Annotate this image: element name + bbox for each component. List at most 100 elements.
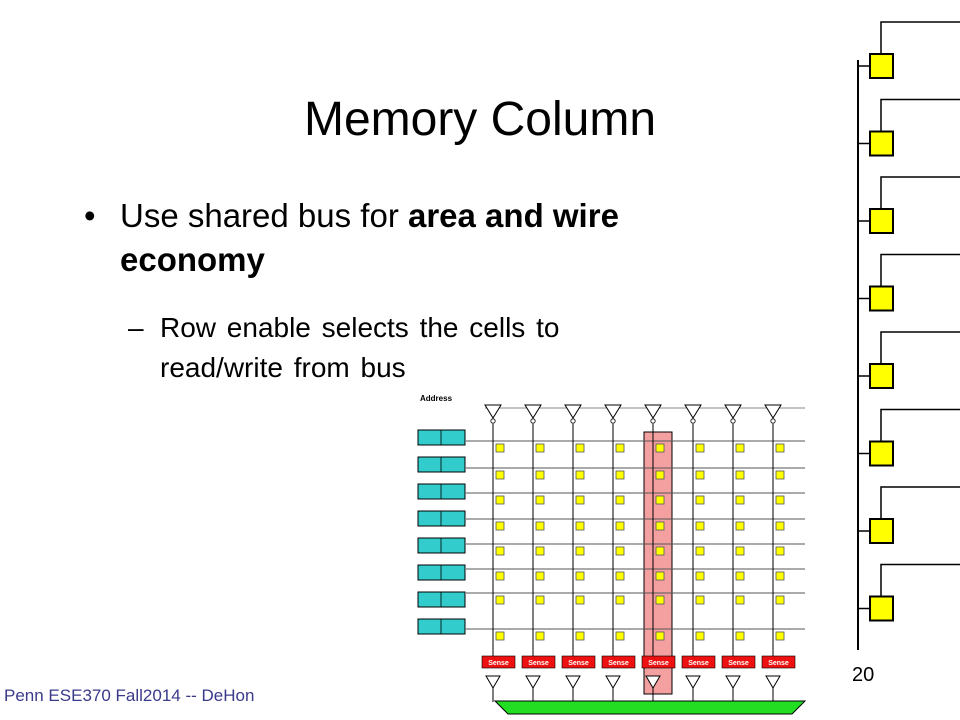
array-cell	[775, 495, 785, 505]
precharge-buffer	[484, 404, 502, 419]
precharge-buffer	[604, 404, 622, 419]
row-enable-wire	[880, 176, 960, 209]
precharge-buffer	[524, 404, 542, 419]
row-enable-wire	[880, 563, 960, 597]
sense-label: Sense	[728, 660, 749, 667]
array-cell	[775, 470, 785, 480]
array-cell	[735, 595, 745, 605]
array-cell	[695, 546, 705, 556]
memory-cell	[869, 285, 894, 312]
memory-cell	[869, 53, 894, 79]
array-cell	[535, 443, 545, 453]
array-cell	[535, 571, 545, 581]
array-cell	[655, 595, 665, 605]
array-cell	[575, 470, 585, 480]
array-cell	[655, 470, 665, 480]
array-cell	[495, 495, 505, 505]
array-cell	[615, 470, 625, 480]
sense-label: Sense	[768, 660, 789, 667]
array-cell	[575, 571, 585, 581]
sense-label: Sense	[568, 660, 589, 667]
array-cell	[575, 495, 585, 505]
slide-footer: Penn ESE370 Fall2014 -- DeHon	[4, 686, 255, 705]
precharge-buffer	[764, 404, 782, 419]
row-decoder	[417, 537, 466, 554]
array-cell	[655, 571, 665, 581]
array-cell	[695, 595, 705, 605]
output-buffer	[605, 675, 621, 689]
array-cell	[695, 631, 705, 641]
array-cell	[775, 571, 785, 581]
array-cell	[695, 571, 705, 581]
array-cell	[615, 595, 625, 605]
array-cell	[615, 443, 625, 453]
row-enable-wire	[880, 21, 960, 54]
row-decoder	[417, 456, 466, 473]
array-cell	[535, 631, 545, 641]
sense-label: Sense	[528, 660, 549, 667]
memory-cell	[869, 440, 894, 467]
buffer-bubble	[770, 418, 776, 424]
slide-title: Memory Column	[303, 93, 657, 146]
memory-cell	[869, 595, 894, 622]
array-cell	[735, 470, 745, 480]
buffer-bubble	[690, 418, 696, 424]
sense-amplifier	[721, 655, 756, 669]
array-cell	[615, 631, 625, 641]
array-cell	[575, 443, 585, 453]
array-cell	[735, 443, 745, 453]
sense-amplifier	[561, 655, 596, 669]
output-buffer	[725, 675, 741, 689]
array-cell	[535, 521, 545, 531]
array-cell	[655, 521, 665, 531]
array-cell	[775, 631, 785, 641]
array-cell	[695, 521, 705, 531]
sense-amplifier	[641, 655, 676, 669]
sense-label: Sense	[488, 660, 509, 667]
array-cell	[615, 571, 625, 581]
output-buffer	[685, 675, 701, 689]
sense-amplifier	[601, 655, 636, 669]
array-cell	[775, 443, 785, 453]
memory-cell	[869, 130, 894, 157]
row-decoder	[417, 591, 466, 608]
array-cell	[535, 470, 545, 480]
output-buffer	[525, 675, 541, 689]
array-cell	[695, 443, 705, 453]
row-enable-wire	[880, 98, 960, 132]
array-cell	[495, 521, 505, 531]
array-cell	[735, 571, 745, 581]
array-cell	[735, 546, 745, 556]
array-cell	[735, 495, 745, 505]
bullet-text-bold: area and wire economy	[120, 197, 619, 278]
buffer-bubble	[530, 418, 536, 424]
array-cell	[495, 546, 505, 556]
memory-cell	[869, 363, 894, 389]
sense-label: Sense	[648, 660, 669, 667]
sub-bullet-text: Row enable selects the cells to read/wri…	[160, 312, 560, 383]
array-cell	[775, 521, 785, 531]
array-cell	[575, 595, 585, 605]
array-cell	[495, 470, 505, 480]
array-cell	[655, 546, 665, 556]
row-enable-wire	[880, 486, 960, 519]
memory-cell	[869, 518, 894, 544]
array-cell	[535, 595, 545, 605]
buffer-bubble	[730, 418, 736, 424]
row-enable-wire	[880, 253, 960, 287]
array-cell	[735, 631, 745, 641]
sense-amplifier	[521, 655, 556, 669]
row-decoder	[417, 483, 466, 500]
row-decoder	[417, 564, 466, 581]
array-cell	[695, 470, 705, 480]
sense-amplifier	[681, 655, 716, 669]
address-label: Address	[420, 394, 453, 403]
output-buffer	[645, 675, 661, 689]
precharge-buffer	[644, 404, 662, 419]
array-cell	[655, 443, 665, 453]
array-cell	[535, 546, 545, 556]
precharge-buffer	[724, 404, 742, 419]
array-cell	[615, 546, 625, 556]
array-cell	[575, 546, 585, 556]
